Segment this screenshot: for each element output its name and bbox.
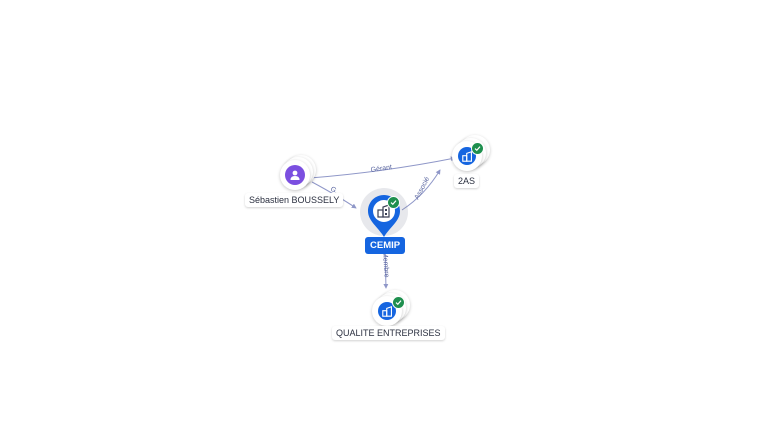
- verified-badge-icon: [392, 296, 405, 309]
- node-company-qualite-label: QUALITE ENTREPRISES: [332, 326, 445, 340]
- edge-cemip-2as[interactable]: [401, 169, 441, 211]
- edge-label-associe: Associé: [414, 176, 432, 201]
- node-center[interactable]: [360, 188, 410, 243]
- node-person-label: Sébastien BOUSSELY: [245, 193, 344, 207]
- node-company-2as[interactable]: [452, 135, 494, 175]
- person-avatar: [285, 165, 305, 185]
- edge-label-gerant: Gérant: [370, 164, 392, 174]
- person-icon: [290, 170, 300, 180]
- edge-cemip-qualite[interactable]: [383, 249, 389, 289]
- edge-label-membre: Membre: [381, 252, 390, 278]
- building-icon: [381, 305, 392, 317]
- node-company-qualite[interactable]: [372, 290, 416, 330]
- node-center-label: CEMIP: [365, 237, 406, 254]
- node-person[interactable]: [280, 155, 320, 195]
- building-icon: [461, 150, 472, 162]
- node-company-2as-label: 2AS: [454, 174, 480, 188]
- verified-badge-icon: [471, 142, 484, 155]
- edge-label-person-cemip: G...: [329, 186, 342, 198]
- verified-badge-icon: [387, 196, 400, 209]
- edge-person-2as[interactable]: [309, 156, 456, 179]
